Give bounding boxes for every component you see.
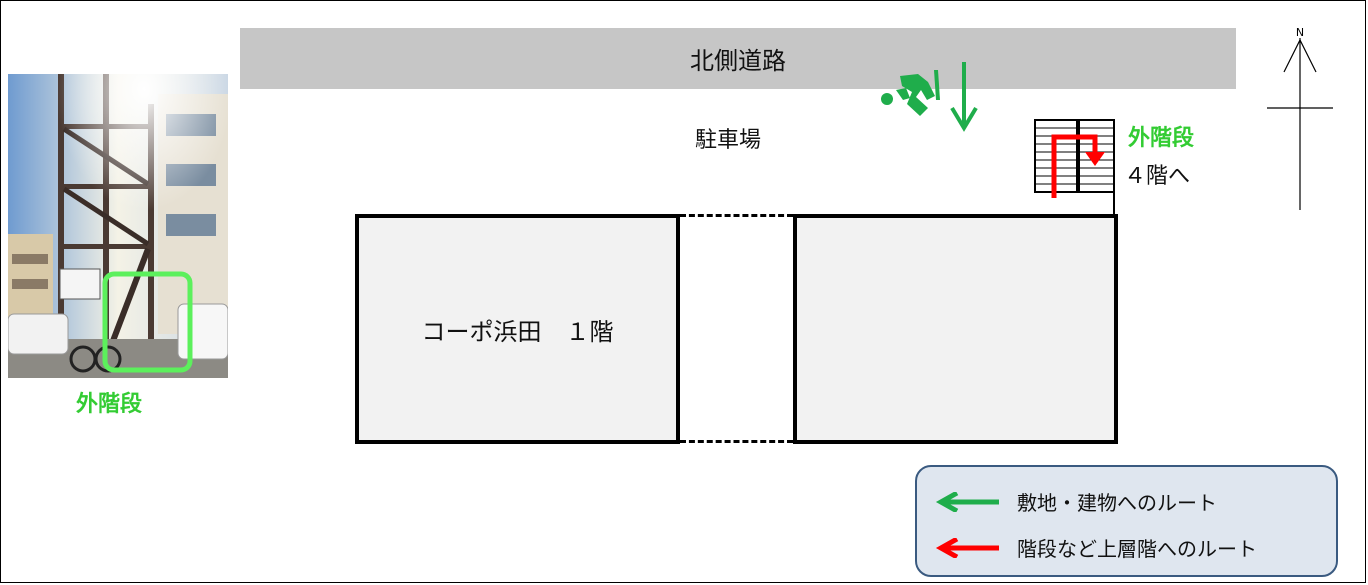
road-label: 北側道路 bbox=[690, 47, 786, 75]
building-left: コーポ浜田 １階 bbox=[355, 214, 680, 444]
connector-bottom-dashed-line bbox=[680, 440, 793, 443]
stair-plan-icon bbox=[1034, 119, 1115, 214]
green-route-arrow-icon bbox=[935, 491, 999, 512]
green-down-arrow bbox=[950, 62, 978, 132]
building-label: コーポ浜田 １階 bbox=[421, 317, 614, 346]
photo-caption: 外階段 bbox=[76, 392, 143, 417]
route-legend: 敷地・建物へのルート 階段など上層階へのルート bbox=[915, 465, 1338, 577]
north-compass-icon bbox=[1267, 38, 1333, 210]
legend-red-label: 階段など上層階へのルート bbox=[1017, 537, 1257, 561]
stair-label: 外階段 bbox=[1128, 126, 1195, 151]
compass-n-label: N bbox=[1296, 26, 1304, 39]
legend-green-label: 敷地・建物へのルート bbox=[1017, 491, 1217, 515]
connector-top-dashed-line bbox=[680, 214, 793, 217]
building-right bbox=[793, 214, 1118, 444]
stair-photo bbox=[8, 74, 228, 378]
stair-sub-label: ４階へ bbox=[1124, 164, 1191, 189]
legend-row-green: 敷地・建物へのルート bbox=[935, 487, 1217, 516]
running-person-icon bbox=[881, 70, 940, 116]
red-route-arrow-icon bbox=[935, 537, 999, 558]
legend-row-red: 階段など上層階へのルート bbox=[935, 533, 1257, 562]
parking-label: 駐車場 bbox=[695, 128, 762, 153]
north-road: 北側道路 bbox=[240, 28, 1236, 89]
